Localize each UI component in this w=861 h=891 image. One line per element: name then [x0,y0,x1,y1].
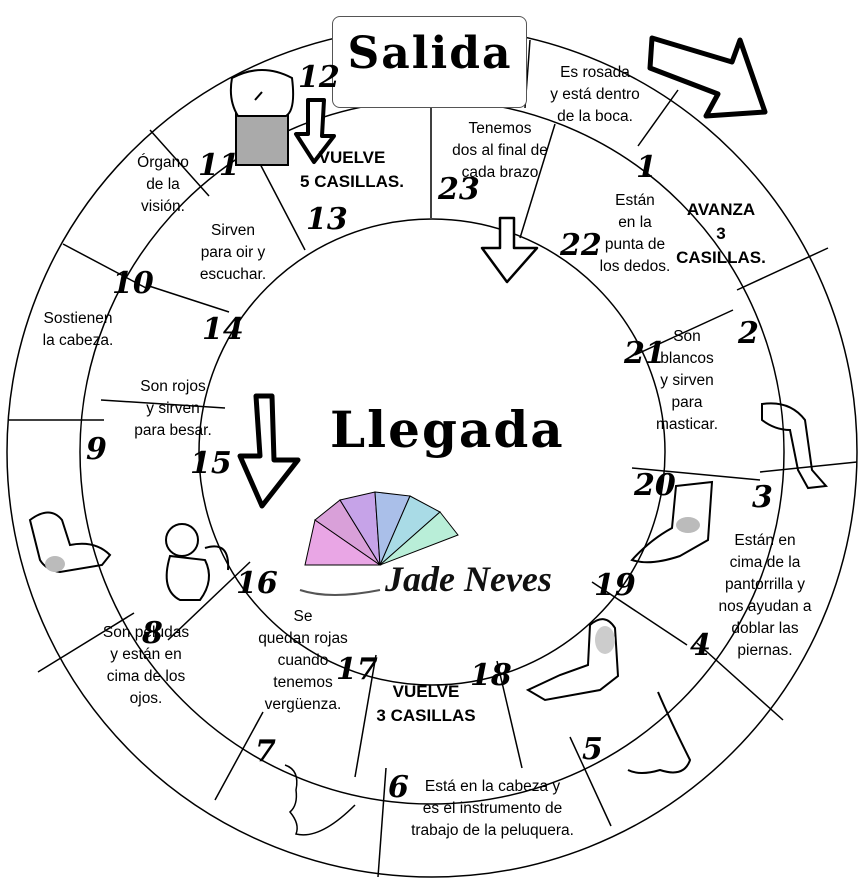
foot-icon [630,480,714,564]
monkey-icon [165,523,230,601]
square-number: 3 [752,480,773,515]
square-text: Están en la punta de los dedos. [599,192,671,275]
square-number: 15 [190,446,232,481]
down-arrow-icon [237,393,301,509]
square-number: 12 [298,60,340,95]
square-number: 7 [255,734,276,769]
square-text: VUELVE 5 CASILLAS. [300,148,404,191]
square-text: Están en cima de la pantorrilla y nos ay… [718,532,812,659]
square-number: 16 [236,566,278,601]
square-number: 2 [738,316,759,351]
logo-text: Jade Neves [385,559,552,599]
down-arrow-icon [480,216,539,284]
square-text: AVANZA 3 CASILLAS. [676,200,766,267]
square-text: Sirven para oir y escuchar. [199,222,267,283]
square-number: 23 [438,172,480,207]
mouth-icon [284,764,356,836]
square-number: 10 [112,266,154,301]
square-text: Sostienen la cabeza. [42,310,114,349]
square-number: 8 [142,616,163,651]
start-label: Salida [347,28,513,79]
square-number: 20 [634,468,676,503]
square-number: 1 [636,150,657,185]
square-number: 22 [560,228,602,263]
square-text: Son blancos y sirven para masticar. [655,328,718,433]
square-text: Son rojos y sirven para besar. [134,378,212,439]
fan-logo-icon [299,491,459,596]
arm-icon [525,618,620,702]
square-text: Está en la cabeza y es el instrumento de… [411,778,574,839]
square-text: Se quedan rojas cuando tenemos vergüenza… [258,608,348,713]
square-text: Son peludas y están en cima de los ojos. [102,624,190,707]
finish-label: Llegada [330,400,565,459]
square-number: 11 [198,148,240,183]
square-number: 18 [470,658,512,693]
square-text: Tenemos dos al final de cada brazo [452,120,548,181]
square-number: 17 [336,652,378,687]
square-text: Es rosada y está dentro de la boca. [550,64,640,125]
start-box [332,16,527,108]
square-number: 19 [594,568,636,603]
square-text: VUELVE 3 CASILLAS [376,682,476,725]
direction-arrow-icon [647,35,768,119]
inner-ring-edge [198,218,666,686]
square-number: 14 [202,312,244,347]
square-number: 21 [624,336,666,371]
square-text: Órgano de la visión. [137,154,189,215]
foot-icon [28,511,112,574]
knee-icon [229,69,295,166]
square-number: 5 [582,732,603,767]
square-number: 6 [388,770,409,805]
square-number: 4 [690,628,711,663]
leg-icon [761,402,829,490]
down-arrow-icon [294,98,336,164]
square-number: 9 [86,432,107,467]
square-number: 13 [306,202,348,237]
nose-icon [627,691,692,774]
